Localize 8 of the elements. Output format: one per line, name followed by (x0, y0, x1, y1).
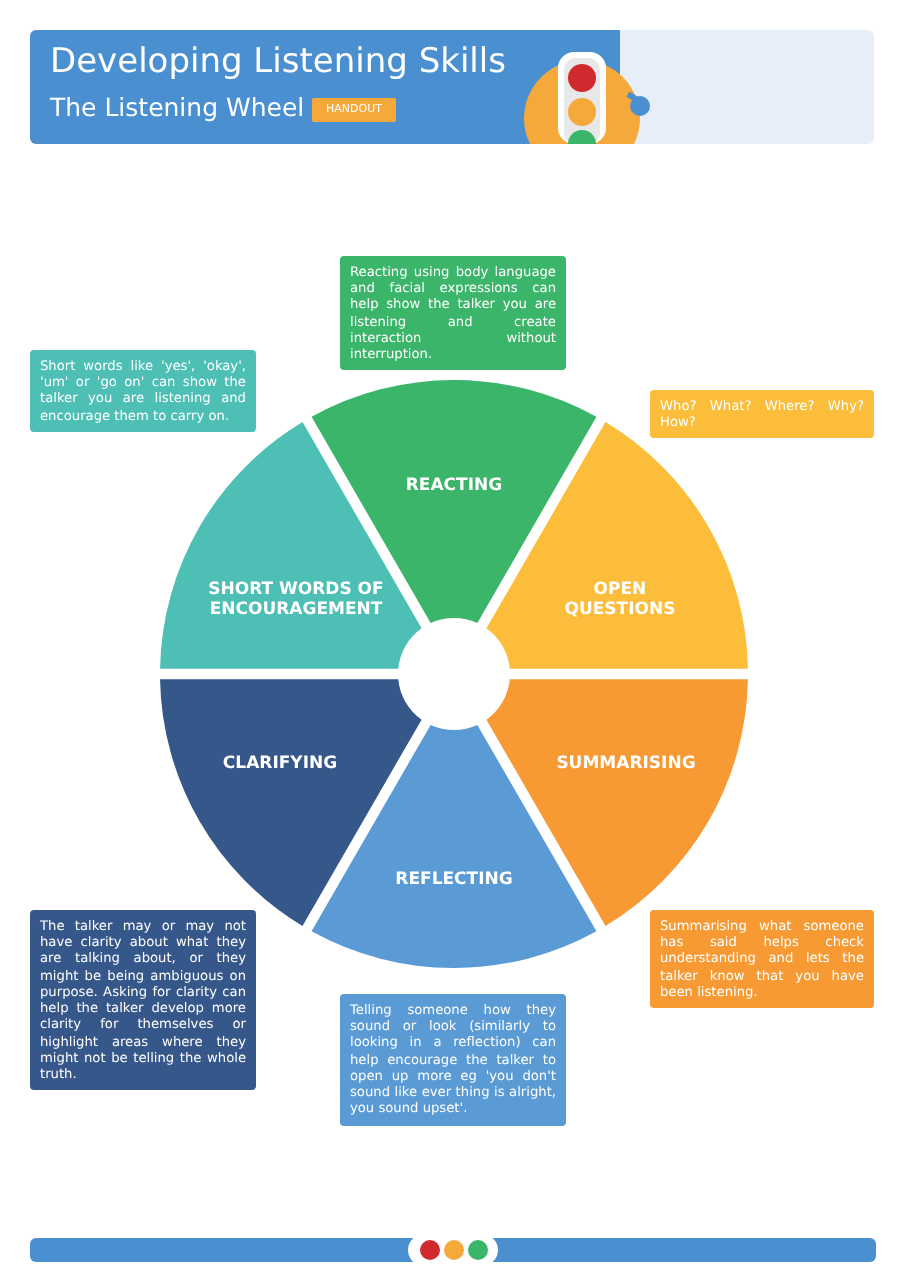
segment-label: OPEN QUESTIONS (562, 579, 678, 621)
segment-label: REFLECTING (393, 869, 515, 891)
subtitle: The Listening Wheel (50, 92, 305, 122)
title: Developing Listening Skills (50, 42, 506, 82)
segment-label: SUMMARISING (554, 753, 698, 775)
segment-label: REACTING (403, 475, 505, 497)
segment-label: CLARIFYING (220, 753, 340, 775)
segment-label: SHORT WORDS OF ENCOURAGEMENT (206, 579, 386, 621)
